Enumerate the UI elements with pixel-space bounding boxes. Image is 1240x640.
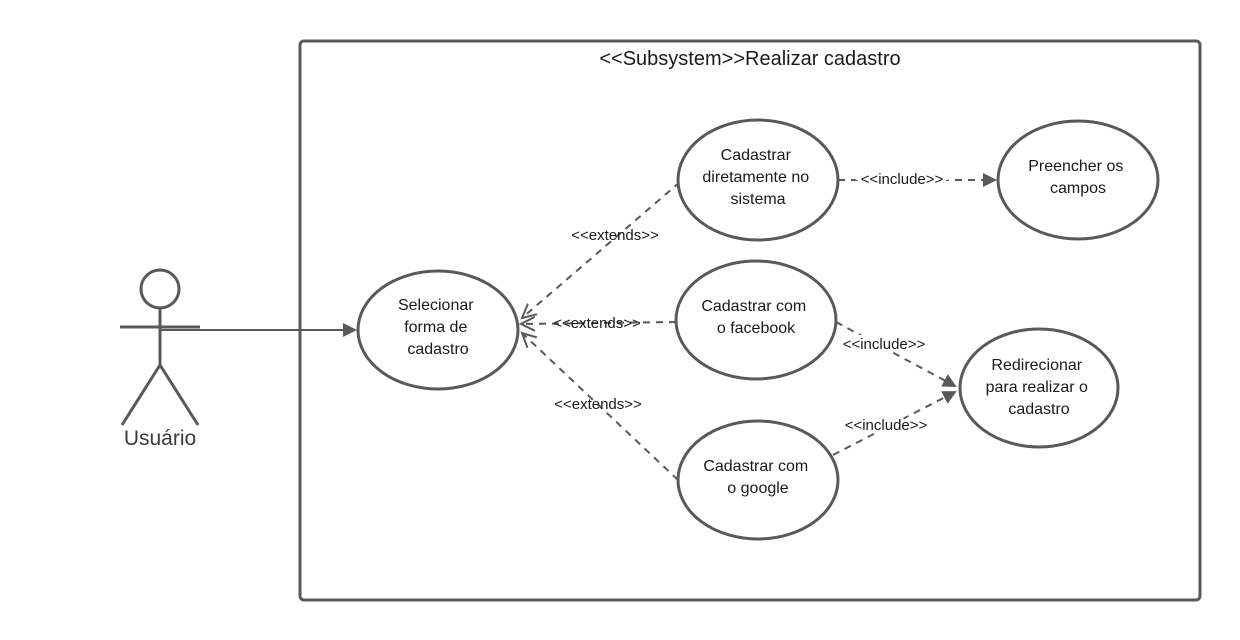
include-line-facebook: [835, 321, 957, 387]
use-case-diretamente-line3: sistema: [730, 191, 785, 208]
use-case-facebook-line2: o facebook: [717, 320, 796, 337]
svg-text:Cadastrar com o facebook: Cadastrar com o facebook: [701, 298, 810, 337]
svg-text:Redirecionar para realiz: Redirecionar para realizar o cadastro: [986, 357, 1093, 418]
use-case-selecionar-line2: forma de: [404, 319, 467, 336]
extends-label-google: <<extends>>: [554, 396, 642, 413]
use-case-selecionar-line3: cadastro: [407, 341, 468, 358]
use-case-redirecionar-line2: para realizar o: [986, 379, 1088, 396]
include-label-google: <<include>>: [845, 417, 928, 434]
use-case-google: Cadastrar com o google: [676, 419, 840, 541]
use-case-diretamente-line2: diretamente no: [702, 169, 809, 186]
include-line-google: [832, 391, 957, 456]
actor-label: Usuário: [124, 427, 196, 450]
subsystem-title: <<Subsystem>>Realizar cadastro: [599, 48, 900, 70]
use-case-google-line1: Cadastrar com: [703, 458, 808, 475]
actor-right-leg: [158, 364, 200, 426]
include-label-preencher: <<include>>: [861, 171, 944, 188]
use-case-redirecionar-line3: cadastro: [1008, 401, 1069, 418]
use-case-redirecionar-line1: Redirecionar: [991, 357, 1082, 374]
use-case-selecionar-line1: Selecionar: [398, 297, 474, 314]
use-case-facebook-line1: Cadastrar com: [701, 298, 806, 315]
svg-text:Preencher os campos: Preencher os campos: [1028, 158, 1128, 197]
actor-usuario: Usuário: [120, 268, 200, 450]
use-case-selecionar: Selecionar forma de cadastro: [356, 269, 520, 391]
extends-label-facebook: <<extends>>: [553, 315, 641, 332]
include-label-facebook: <<include>>: [843, 336, 926, 353]
actor-head: [139, 268, 181, 310]
use-case-preencher-line1: Preencher os: [1028, 158, 1123, 175]
use-case-diretamente: Cadastrar diretamente no sistema: [676, 118, 840, 242]
use-case-facebook: Cadastrar com o facebook: [674, 259, 838, 381]
svg-text:Cadastrar com o google: Cadastrar com o google: [703, 458, 812, 497]
extends-line-google: [522, 333, 679, 481]
use-case-redirecionar: Redirecionar para realizar o cadastro: [958, 327, 1120, 449]
svg-text:Cadastrar diretamente no: Cadastrar diretamente no sistema: [702, 147, 813, 208]
extends-label-diretamente: <<extends>>: [571, 227, 659, 244]
extends-line-diretamente: [522, 181, 681, 318]
use-case-preencher-line2: campos: [1050, 180, 1106, 197]
svg-text:Selecionar forma de: Selecionar forma de cadastro: [398, 297, 478, 358]
actor-left-leg: [120, 364, 162, 426]
use-case-diretamente-line1: Cadastrar: [721, 147, 792, 164]
use-case-google-line2: o google: [727, 480, 788, 497]
use-case-preencher: Preencher os campos: [996, 119, 1160, 241]
